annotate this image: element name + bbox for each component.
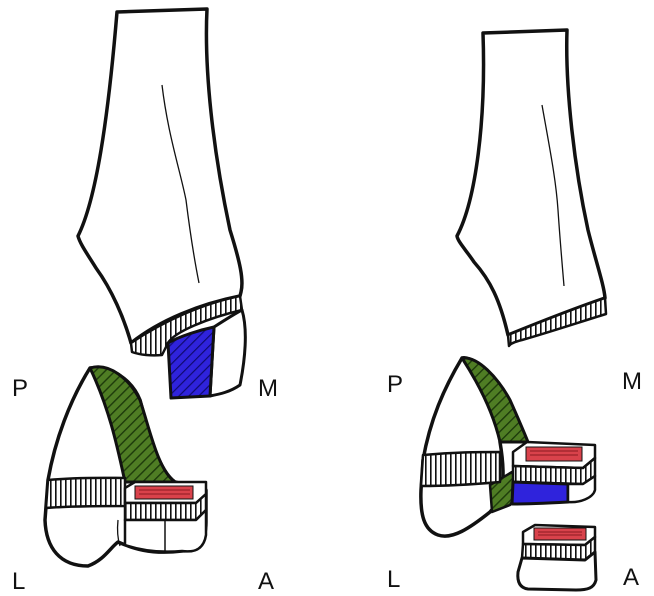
left-label-anterior: A [258,570,274,594]
left-label-posterior: P [12,377,28,401]
left-medial-epiphysis [210,310,245,396]
right-epiphysis-body [421,358,520,536]
right-blue-fragment [512,482,568,504]
right-label-anterior: A [623,566,639,590]
right-diagram [421,30,606,590]
left-label-lateral: L [12,570,25,594]
right-label-lateral: L [387,568,400,592]
left-label-medial: M [258,377,278,401]
right-tibia-shaft [457,30,605,335]
detached-red-fragment [534,528,586,540]
right-epiphysis-physis [421,452,500,486]
left-epiphysis-physis [46,478,125,508]
right-red-fragment [526,447,582,461]
right-label-medial: M [622,370,642,394]
left-red-fragment [135,486,193,499]
left-diagram [45,9,245,566]
right-label-posterior: P [387,373,403,397]
left-blue-fragment [168,327,214,398]
left-tibia-shaft [78,9,242,343]
